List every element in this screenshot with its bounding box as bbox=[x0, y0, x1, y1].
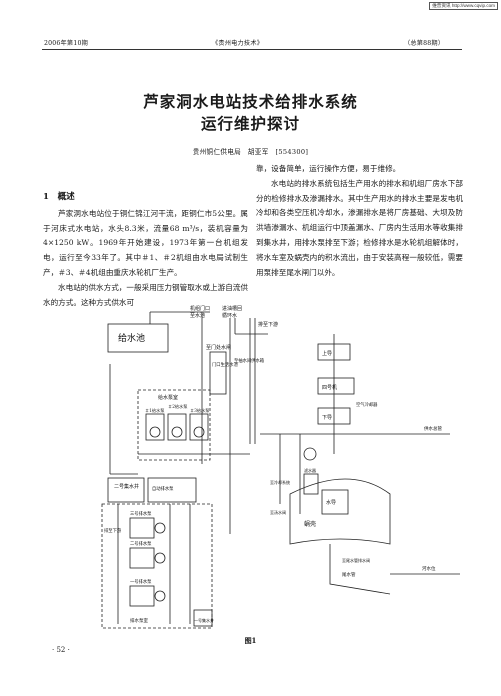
left-column: 1 概述 芦家洞水电站位于铜仁锦江河干流，距铜仁市5公里。属于河床式水电站，水头… bbox=[43, 190, 248, 310]
paragraph-supply-method: 水电站的供水方式，一般采用压力钢管取水或上游自流供水的方式。这种方式供水可 bbox=[43, 282, 248, 307]
river-level-label: 河水位 bbox=[422, 565, 436, 572]
drain-pump-3-label: 三号排水泵 bbox=[130, 510, 152, 517]
note-machine-door: 机组门口 bbox=[190, 305, 210, 312]
auto-pump-label: 自动排水泵 bbox=[152, 485, 174, 492]
page-number: · 52 · bbox=[52, 646, 70, 654]
filter-label: 滤水器 bbox=[304, 467, 316, 473]
to-cooling-label: 至冷却系统 bbox=[270, 479, 290, 485]
runner-label: 水导 bbox=[326, 499, 336, 506]
right-column: 靠，设备简单，运行操作方便，易于维修。 水电站的排水系统包括生产用水的排水和机组… bbox=[256, 162, 463, 280]
sump-1-label: 一号集水井 bbox=[194, 617, 214, 623]
note-to-tank: 至水池 bbox=[190, 312, 205, 319]
pump-2-label: ＃2给水泵 bbox=[168, 403, 187, 410]
upper-guide-label: 上导 bbox=[322, 350, 332, 357]
sump-2-top-label: 二号集水井 bbox=[114, 483, 139, 490]
lower-guide-label: 下导 bbox=[322, 415, 332, 421]
header-issue: 2006年第10期 bbox=[44, 40, 88, 47]
header-total-issue: （总第88期） bbox=[404, 40, 445, 47]
system-diagram: 给水池 机组门口 至水池 进油槽回 循环水 排至下游 至门处水闸 门口生活水池 … bbox=[90, 304, 475, 634]
header-rule bbox=[42, 49, 462, 50]
note-door-inlet: 至门处水闸 bbox=[206, 344, 231, 351]
to-downstream-2-label: 排至下游 bbox=[104, 527, 122, 534]
note-oil-return: 进油槽回 bbox=[222, 305, 242, 312]
generator-label: 四号机 bbox=[322, 384, 337, 391]
note-living-tank: 门口生活水池 bbox=[212, 361, 238, 368]
pump-room-label: 给水泵室 bbox=[158, 394, 178, 401]
pump-3-label: ＃3给水泵 bbox=[190, 407, 209, 414]
paragraph-drainage: 水电站的排水系统包括生产用水的排水和机组厂房水下部分的检修排水及渗漏排水。其中生… bbox=[256, 178, 463, 277]
section-heading-overview: 1 概述 bbox=[43, 192, 75, 202]
scroll-case-label: 蜗壳 bbox=[304, 520, 316, 528]
tail-water-label: 尾水管 bbox=[342, 571, 356, 578]
water-tank-box bbox=[107, 323, 169, 353]
supply-main-label: 供水总管 bbox=[424, 425, 442, 432]
paragraph-continuation: 靠，设备简单，运行操作方便，易于维修。 bbox=[256, 164, 401, 173]
drain-valve-label: 至汤水阀 bbox=[270, 509, 286, 515]
note-draw-tank: 至抽水间供水箱 bbox=[234, 357, 265, 364]
figure-caption: 图1 bbox=[244, 636, 257, 645]
paragraph-overview: 芦家洞水电站位于铜仁锦江河干流，距铜仁市5公里。属于河床式水电站，水头8.3米，… bbox=[43, 208, 248, 277]
header-journal: 《贵州电力技术》 bbox=[212, 40, 264, 47]
note-circulation: 循环水 bbox=[222, 312, 237, 319]
cooler-label: 空气冷却器 bbox=[356, 401, 378, 408]
author-line: 贵州铜仁供电局 胡亚军 [554300] bbox=[192, 148, 309, 156]
tail-note-label: 至尾水管排水阀 bbox=[342, 557, 370, 563]
drain-room-label: 排水泵室 bbox=[130, 617, 148, 624]
pump-1-label: ＃1给水泵 bbox=[145, 407, 164, 414]
drain-pump-2-label: 二号排水泵 bbox=[130, 540, 152, 547]
note-to-downstream: 排至下游 bbox=[258, 321, 278, 328]
watermark-badge: 维普资讯 http://www.cqvip.com bbox=[429, 2, 498, 10]
article-title-line1: 芦家洞水电站技术给排水系统 bbox=[143, 92, 358, 111]
article-title-line2: 运行维护探讨 bbox=[200, 114, 300, 133]
water-tank-label: 给水池 bbox=[118, 332, 145, 344]
drain-pump-1-label: 一号排水泵 bbox=[130, 578, 152, 585]
